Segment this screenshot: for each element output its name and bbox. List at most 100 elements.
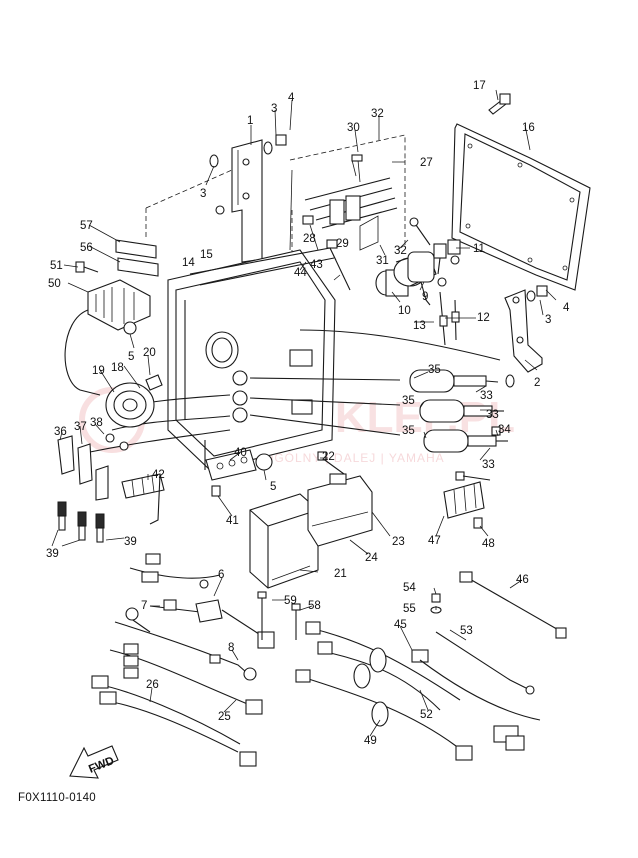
callout-8: 8 <box>228 642 234 654</box>
bolt-17 <box>488 93 511 115</box>
gasket-16 <box>451 123 591 291</box>
callout-59: 59 <box>284 595 297 607</box>
bolt-54-55 <box>430 593 442 614</box>
grommet-5b <box>255 453 273 471</box>
leader-lines <box>51 89 557 737</box>
callout-25: 25 <box>218 711 231 723</box>
callout-35c: 35 <box>402 425 415 437</box>
ignition-coil-35b <box>419 399 504 423</box>
callout-16: 16 <box>522 122 535 134</box>
wire-lead-6 <box>129 553 221 589</box>
harness-45 <box>295 621 473 761</box>
callout-32b: 32 <box>394 245 407 257</box>
callout-53: 53 <box>460 625 473 637</box>
callout-36: 36 <box>54 426 67 438</box>
callout-33b: 33 <box>486 409 499 421</box>
fwd-arrow: FWD <box>69 745 119 779</box>
callout-18: 18 <box>111 362 124 374</box>
callout-47: 47 <box>428 535 441 547</box>
callout-55: 55 <box>403 603 416 615</box>
callout-43: 43 <box>310 259 323 271</box>
sensor-7 <box>149 599 275 649</box>
callout-21: 21 <box>334 568 347 580</box>
callout-4b: 4 <box>563 302 570 314</box>
callout-49: 49 <box>364 735 377 747</box>
callout-33c: 33 <box>482 459 495 471</box>
harness-26 <box>91 643 263 767</box>
callout-11: 11 <box>473 243 485 255</box>
callout-40: 40 <box>234 447 247 459</box>
callout-51: 51 <box>50 260 63 272</box>
diagram-code: F0X1110-0140 <box>18 792 96 804</box>
callout-27: 27 <box>420 157 433 169</box>
plug-caps <box>57 433 129 501</box>
callout-13: 13 <box>413 320 426 332</box>
callout-44: 44 <box>294 267 307 279</box>
callout-50: 50 <box>48 278 61 290</box>
lead-53 <box>435 631 535 695</box>
holder-40 <box>205 449 257 497</box>
callout-39b: 39 <box>124 536 137 548</box>
callout-15: 15 <box>200 249 213 261</box>
callout-39a: 39 <box>46 548 59 560</box>
callout-6: 6 <box>218 569 224 581</box>
callout-28: 28 <box>303 233 316 245</box>
callout-2: 2 <box>534 377 540 389</box>
callout-19: 19 <box>92 365 105 377</box>
callout-5b: 5 <box>270 481 276 493</box>
pulser-coil-19 <box>105 382 155 428</box>
callout-3a: 3 <box>271 103 277 115</box>
labels-56-57 <box>115 239 159 277</box>
terminal-11 <box>409 217 461 287</box>
callout-22: 22 <box>322 451 335 463</box>
holder-42 <box>121 473 165 525</box>
callout-29: 29 <box>336 238 349 250</box>
callout-46: 46 <box>516 574 529 586</box>
callout-24: 24 <box>365 552 378 564</box>
bracket-47 <box>443 481 485 529</box>
callout-45: 45 <box>394 619 407 631</box>
callout-57: 57 <box>80 220 93 232</box>
callout-32a: 32 <box>371 108 384 120</box>
callout-35a: 35 <box>428 364 441 376</box>
callout-26: 26 <box>146 679 159 691</box>
bolt-51 <box>75 261 99 273</box>
callout-33a: 33 <box>480 390 493 402</box>
clip-20 <box>145 374 163 391</box>
callout-17: 17 <box>473 80 486 92</box>
callout-4a: 4 <box>288 92 295 104</box>
callout-3c: 3 <box>545 314 551 326</box>
callout-12: 12 <box>477 312 490 324</box>
lead-46 <box>459 571 567 639</box>
callout-30: 30 <box>347 122 360 134</box>
relay-9 <box>407 251 435 306</box>
ignition-coil-35c <box>423 429 508 453</box>
callout-9: 9 <box>422 291 428 303</box>
washers-3-4 <box>209 134 287 215</box>
callout-35b: 35 <box>402 395 415 407</box>
callout-42: 42 <box>152 469 165 481</box>
callout-1: 1 <box>247 115 253 127</box>
spark-plugs-39 <box>57 501 105 543</box>
rectifier-regulator-50 <box>64 279 151 396</box>
callout-10: 10 <box>398 305 411 317</box>
callout-34: 34 <box>498 424 511 436</box>
callout-14: 14 <box>182 257 195 269</box>
callout-48: 48 <box>482 538 495 550</box>
bracket-2 <box>504 285 548 388</box>
callout-52: 52 <box>420 709 433 721</box>
callout-37: 37 <box>74 421 87 433</box>
callout-54: 54 <box>403 582 416 594</box>
callout-labels: 1 2 3 3 3 4 4 5 5 6 7 8 9 10 11 12 13 14… <box>46 80 570 747</box>
callout-7: 7 <box>141 600 147 612</box>
callout-23: 23 <box>392 536 405 548</box>
high-tension-cords <box>89 329 501 453</box>
ignition-coil-35a <box>409 369 499 393</box>
ties-58-59 <box>257 591 301 640</box>
callout-38: 38 <box>90 417 103 429</box>
ecu-21 <box>249 493 319 589</box>
connector-bundle-27 <box>302 154 398 251</box>
callout-5a: 5 <box>128 351 134 363</box>
lead-8 <box>114 607 257 681</box>
